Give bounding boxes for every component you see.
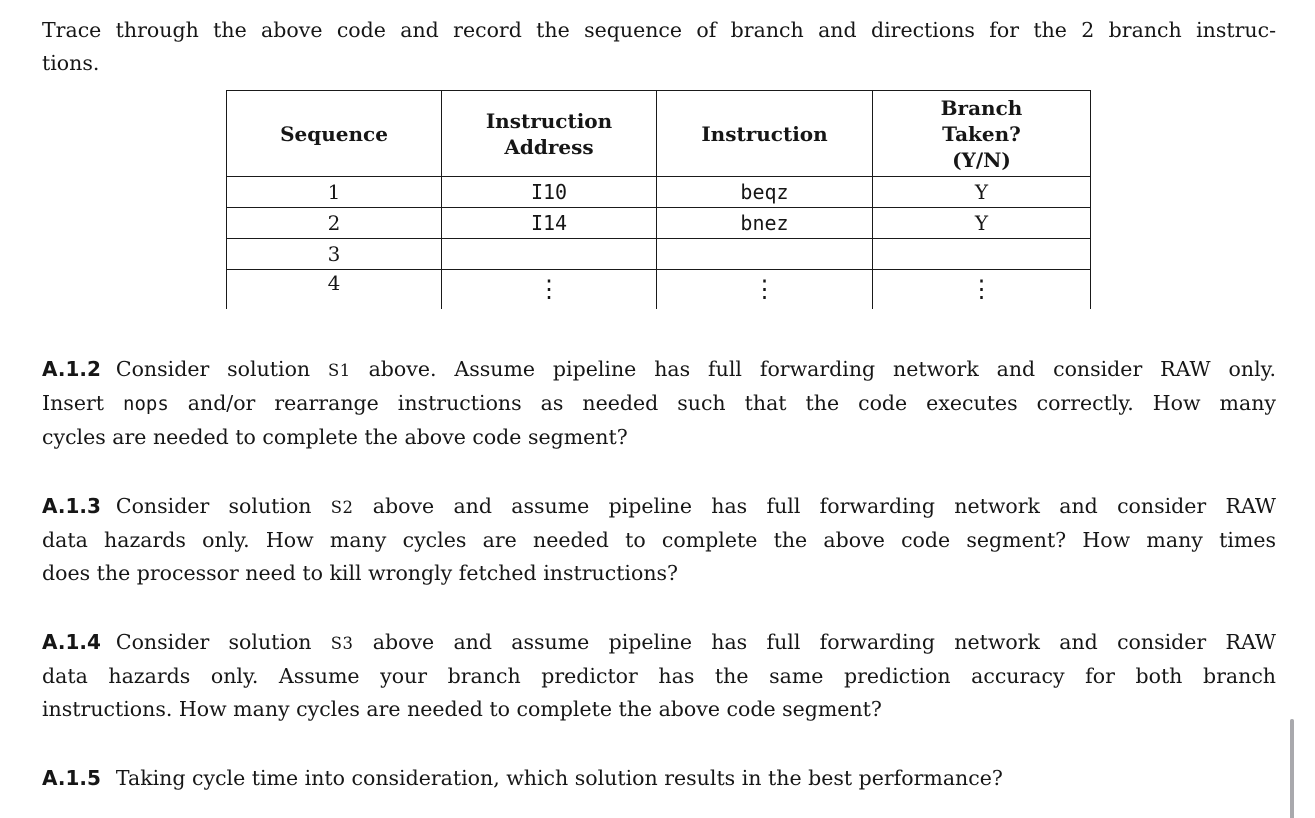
cell-branch-taken: Y bbox=[872, 176, 1091, 208]
question-a-1-3: A.1.3 Consider solution S2 above and assu… bbox=[42, 490, 1276, 590]
cell-instruction: bnez bbox=[656, 207, 873, 239]
question-number: A.1.4 bbox=[42, 630, 101, 654]
question-a-1-5: A.1.5 Taking cycle time into consideratio… bbox=[42, 762, 1276, 795]
text-segment: Consider solution bbox=[115, 630, 331, 654]
text-segment: data hazards only. Assume your branch pr… bbox=[42, 664, 1276, 688]
question-a-1-4: A.1.4 Consider solution S3 above and assu… bbox=[42, 626, 1276, 726]
vertical-ellipsis: ⋮ bbox=[656, 269, 873, 309]
cell-instruction-address: I10 bbox=[441, 176, 657, 208]
cell-branch-taken: Y bbox=[872, 207, 1091, 239]
trace-table: Sequence Instruction Address Instruction… bbox=[226, 90, 1091, 309]
solution-ref: S1 bbox=[328, 361, 351, 380]
col-header-instruction-address: Instruction Address bbox=[441, 90, 657, 177]
scrollbar-thumb[interactable] bbox=[1290, 719, 1294, 818]
question-number: A.1.5 bbox=[42, 766, 101, 790]
text-line: data hazards only. How many cycles are n… bbox=[42, 524, 1276, 557]
table-row: 1 I10 beqz Y bbox=[226, 176, 1091, 208]
document-content: Trace through the above code and record … bbox=[42, 14, 1276, 795]
text-segment: data hazards only. How many cycles are n… bbox=[42, 528, 1276, 552]
text-line: Insert nops and/or rearrange instruction… bbox=[42, 387, 1276, 421]
solution-ref: S3 bbox=[330, 634, 354, 653]
text-segment: Trace through the above code and record … bbox=[42, 18, 1276, 42]
col-header-instruction: Instruction bbox=[656, 90, 873, 177]
text-line: A.1.2 Consider solution S1 above. Assume … bbox=[42, 353, 1276, 387]
col-header-sequence: Sequence bbox=[226, 90, 442, 177]
text-line: A.1.3 Consider solution S2 above and assu… bbox=[42, 490, 1276, 524]
solution-ref: S2 bbox=[330, 498, 354, 517]
vertical-ellipsis: ⋮ bbox=[441, 269, 657, 309]
question-a-1-2: A.1.2 Consider solution S1 above. Assume … bbox=[42, 353, 1276, 454]
cell-instruction: beqz bbox=[656, 176, 873, 208]
cell-instruction-address bbox=[441, 238, 657, 270]
question-number: A.1.3 bbox=[42, 494, 101, 518]
text-line: data hazards only. Assume your branch pr… bbox=[42, 660, 1276, 693]
text-segment: Consider solution bbox=[115, 357, 329, 381]
intro-paragraph: Trace through the above code and record … bbox=[42, 14, 1276, 80]
cell-sequence: 2 bbox=[226, 207, 442, 239]
text-segment: Insert bbox=[42, 391, 123, 415]
text-segment: does the processor need to kill wrongly … bbox=[42, 561, 679, 585]
cell-sequence: 3 bbox=[226, 238, 442, 270]
text-segment: Taking cycle time into consideration, wh… bbox=[115, 766, 1003, 790]
cell-branch-taken bbox=[872, 238, 1091, 270]
text-line: A.1.5 Taking cycle time into consideratio… bbox=[42, 762, 1276, 795]
table-row: 4 ⋮ ⋮ ⋮ bbox=[226, 269, 1091, 309]
text-segment: above and assume pipeline has full forwa… bbox=[353, 630, 1276, 654]
trace-table-container: Sequence Instruction Address Instruction… bbox=[226, 90, 1092, 309]
text-segment: tions. bbox=[42, 51, 100, 75]
cell-instruction-address: I14 bbox=[441, 207, 657, 239]
text-segment: Consider solution bbox=[115, 494, 331, 518]
text-line: cycles are needed to complete the above … bbox=[42, 421, 1276, 454]
cell-instruction bbox=[656, 238, 873, 270]
col-header-branch-taken: Branch Taken? (Y/N) bbox=[872, 90, 1091, 177]
cell-sequence: 4 bbox=[226, 269, 442, 309]
text-line: A.1.4 Consider solution S3 above and assu… bbox=[42, 626, 1276, 660]
text-line: instructions. How many cycles are needed… bbox=[42, 693, 1276, 726]
text-line: Trace through the above code and record … bbox=[42, 14, 1276, 47]
table-row: 2 I14 bnez Y bbox=[226, 207, 1091, 239]
text-segment: above and assume pipeline has full forwa… bbox=[353, 494, 1276, 518]
table-header-row: Sequence Instruction Address Instruction… bbox=[226, 90, 1091, 177]
question-number: A.1.2 bbox=[42, 357, 101, 381]
text-line: does the processor need to kill wrongly … bbox=[42, 557, 1276, 590]
text-segment: above. Assume pipeline has full forwardi… bbox=[350, 357, 1276, 381]
cell-sequence: 1 bbox=[226, 176, 442, 208]
text-segment: and/or rearrange instructions as needed … bbox=[168, 391, 1276, 415]
code-token: nops bbox=[123, 393, 169, 415]
text-segment: cycles are needed to complete the above … bbox=[42, 425, 628, 449]
table-row: 3 bbox=[226, 238, 1091, 270]
text-segment: instructions. How many cycles are needed… bbox=[42, 697, 882, 721]
vertical-ellipsis: ⋮ bbox=[872, 269, 1091, 309]
text-line: tions. bbox=[42, 47, 1276, 80]
